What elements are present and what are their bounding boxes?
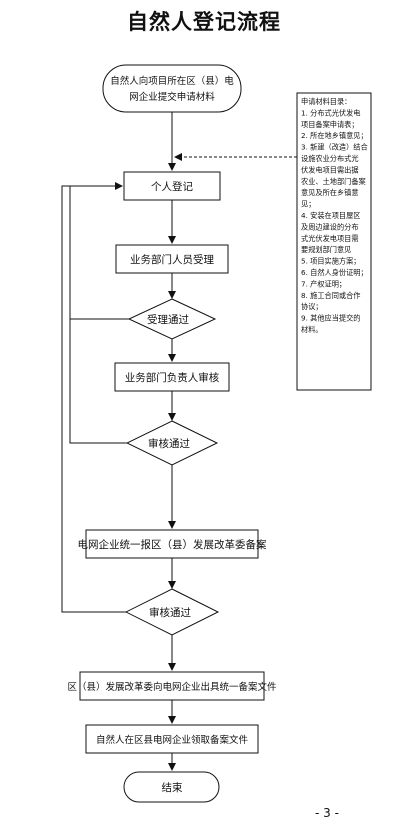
materials-note-line: 材料。: [301, 325, 323, 334]
decision2-node: 审核通过: [125, 420, 219, 466]
page-number: - 3 -: [315, 806, 339, 820]
materials-note-line: 设施农业分布式光: [301, 154, 359, 163]
materials-note-line: 4. 安装在项目屋区: [301, 211, 360, 220]
materials-note-line: 5. 项目实施方案；: [301, 257, 360, 266]
materials-note-line: 8. 施工合同或合作: [301, 291, 360, 300]
materials-note-text: 申请材料目录： 1. 分布式光伏发电项目备案申请表； 2. 所在地乡镇意见； 3. 新…: [301, 97, 368, 334]
end-node: 结束: [123, 771, 220, 803]
decision1-node: 受理通过: [127, 298, 217, 340]
register-node-label: 个人登记: [151, 180, 193, 193]
decision2-label: 审核通过: [148, 437, 190, 450]
materials-note-line: 项目备案申请表；: [301, 120, 359, 129]
accept-node: 业务部门人员受理: [115, 244, 229, 274]
collect-node: 自然人在区县电网企业领取备案文件: [85, 724, 259, 754]
accept-node-label: 业务部门人员受理: [130, 253, 214, 266]
decision3-label: 审核通过: [149, 606, 191, 619]
issue-node: 区（县）发展改革委向电网企业出具统一备案文件: [67, 671, 277, 701]
review-node-label: 业务部门负责人审核: [125, 371, 220, 384]
collect-node-label: 自然人在区县电网企业领取备案文件: [96, 734, 249, 746]
register-node: 个人登记: [123, 171, 221, 201]
review-node: 业务部门负责人审核: [114, 362, 230, 392]
report-node: 电网企业统一报区（县）发展改革委备案: [78, 529, 267, 559]
start-node-line-2: 网企业提交申请材料: [129, 91, 215, 103]
materials-note-line: 6. 自然人身份证明；: [301, 268, 368, 277]
issue-node-label: 区（县）发展改革委向电网企业出具统一备案文件: [67, 681, 277, 693]
page-title: 自然人登记流程: [127, 10, 281, 34]
materials-note-line: 1. 分布式光伏发电: [301, 108, 360, 117]
materials-note-line: 及周边建设的分布: [301, 222, 359, 231]
materials-note-line: 2. 所在地乡镇意见；: [301, 131, 368, 140]
materials-note-line: 协议；: [301, 302, 323, 311]
start-node-line-1: 自然人向项目所在区（县）电: [110, 75, 234, 87]
materials-note-line: 式光伏发电项目需: [301, 234, 359, 243]
report-node-label: 电网企业统一报区（县）发展改革委备案: [78, 538, 267, 551]
materials-note-line: 农业、土地部门备案: [301, 177, 366, 186]
materials-note-line: 申请材料目录：: [301, 97, 351, 106]
materials-note-box: 申请材料目录： 1. 分布式光伏发电项目备案申请表； 2. 所在地乡镇意见； 3. 新…: [296, 92, 372, 391]
arrow-decision3-loop-to-register: [61, 185, 126, 613]
decision1-label: 受理通过: [147, 313, 189, 326]
end-node-label: 结束: [162, 781, 183, 794]
materials-note-line: 9. 其他应当提交的: [301, 314, 360, 323]
materials-note-line: 见；: [301, 200, 315, 209]
decision3-node: 审核通过: [124, 588, 220, 636]
arrow-decision2-loop-to-register: [69, 182, 127, 444]
materials-note-line: 3. 新建（改造）结合: [301, 143, 368, 152]
materials-note-line: 要规划部门意见: [301, 245, 351, 254]
materials-note-line: 伏发电项目需出据: [301, 165, 359, 174]
materials-note-line: 7. 产权证明；: [301, 279, 346, 288]
start-node: 自然人向项目所在区（县）电 网企业提交申请材料: [102, 64, 242, 113]
materials-note-line: 意见及所在乡镇意: [301, 188, 359, 197]
